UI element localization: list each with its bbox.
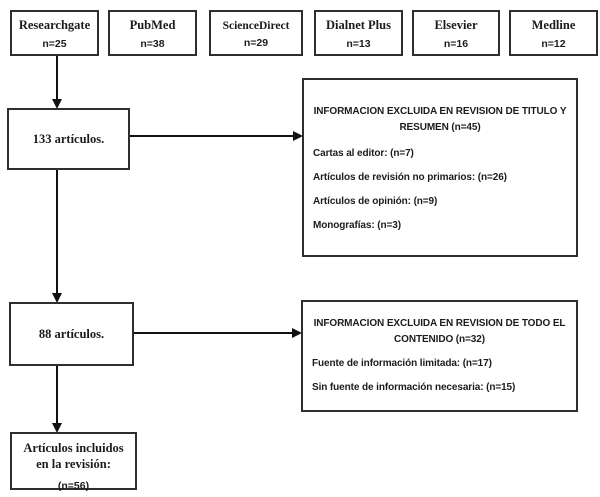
included-box: Artículos incluidos en la revisión: (n=5… (10, 432, 137, 492)
source-count: n=38 (140, 38, 165, 50)
exclusion-box-titulo-resumen: INFORMACION EXCLUIDA EN REVISION DE TITU… (302, 78, 578, 257)
source-count: n=13 (346, 38, 371, 50)
stage-label: 88 artículos. (38, 326, 105, 341)
source-count: n=16 (443, 38, 469, 50)
source-count: n=29 (243, 36, 269, 49)
exclusion-item: Artículos de revisión no primarios: (n=2… (313, 172, 507, 183)
exclusion-title: INFORMACION EXCLUIDA EN REVISION DE TITU… (313, 106, 567, 133)
exclusion-item: Cartas al editor: (n=7) (313, 148, 414, 159)
arrow-right-icon (293, 131, 303, 141)
exclusion-item: Artículos de opinión: (n=9) (313, 196, 438, 207)
source-name: Elsevier (434, 18, 478, 32)
source-box-sciencedirect: ScienceDirect n=29 (209, 10, 303, 56)
connector-line-vertical-1 (56, 56, 58, 101)
exclusion-title: INFORMACION EXCLUIDA EN REVISION DE TODO… (313, 318, 566, 345)
stage-label: 133 artículos. (32, 131, 105, 146)
exclusion-box-todo-contenido: INFORMACION EXCLUIDA EN REVISION DE TODO… (301, 300, 578, 412)
source-count: n=25 (42, 38, 67, 50)
arrow-down-icon (52, 99, 62, 109)
arrow-right-icon (292, 328, 302, 338)
included-count: (n=56) (57, 479, 90, 492)
source-box-pubmed: PubMed n=38 (108, 10, 197, 56)
source-name: PubMed (129, 18, 176, 32)
arrow-down-icon (52, 293, 62, 303)
source-name: ScienceDirect (222, 19, 290, 32)
source-box-dialnet-plus: Dialnet Plus n=13 (314, 10, 403, 56)
connector-line-horizontal-1 (130, 135, 295, 137)
exclusion-item: Monografías: (n=3) (313, 220, 401, 231)
source-box-elsevier: Elsevier n=16 (412, 10, 500, 56)
included-line1: Artículos incluidos (23, 441, 124, 455)
source-box-researchgate: Researchgate n=25 (10, 10, 99, 56)
exclusion-item: Fuente de información limitada: (n=17) (312, 358, 492, 369)
source-name: Dialnet Plus (326, 18, 391, 32)
connector-line-vertical-2 (56, 170, 58, 295)
exclusion-item: Sin fuente de información necesaria: (n=… (312, 382, 516, 393)
source-name: Medline (531, 18, 576, 32)
source-name: Researchgate (18, 18, 91, 32)
source-box-medline: Medline n=12 (509, 10, 598, 56)
stage-box-133-articulos: 133 artículos. (7, 108, 130, 170)
stage-box-88-articulos: 88 artículos. (9, 302, 134, 366)
source-count: n=12 (541, 38, 566, 50)
arrow-down-icon (52, 423, 62, 433)
connector-line-vertical-3 (56, 366, 58, 425)
connector-line-horizontal-2 (134, 332, 294, 334)
included-line2: en la revisión: (36, 457, 111, 472)
